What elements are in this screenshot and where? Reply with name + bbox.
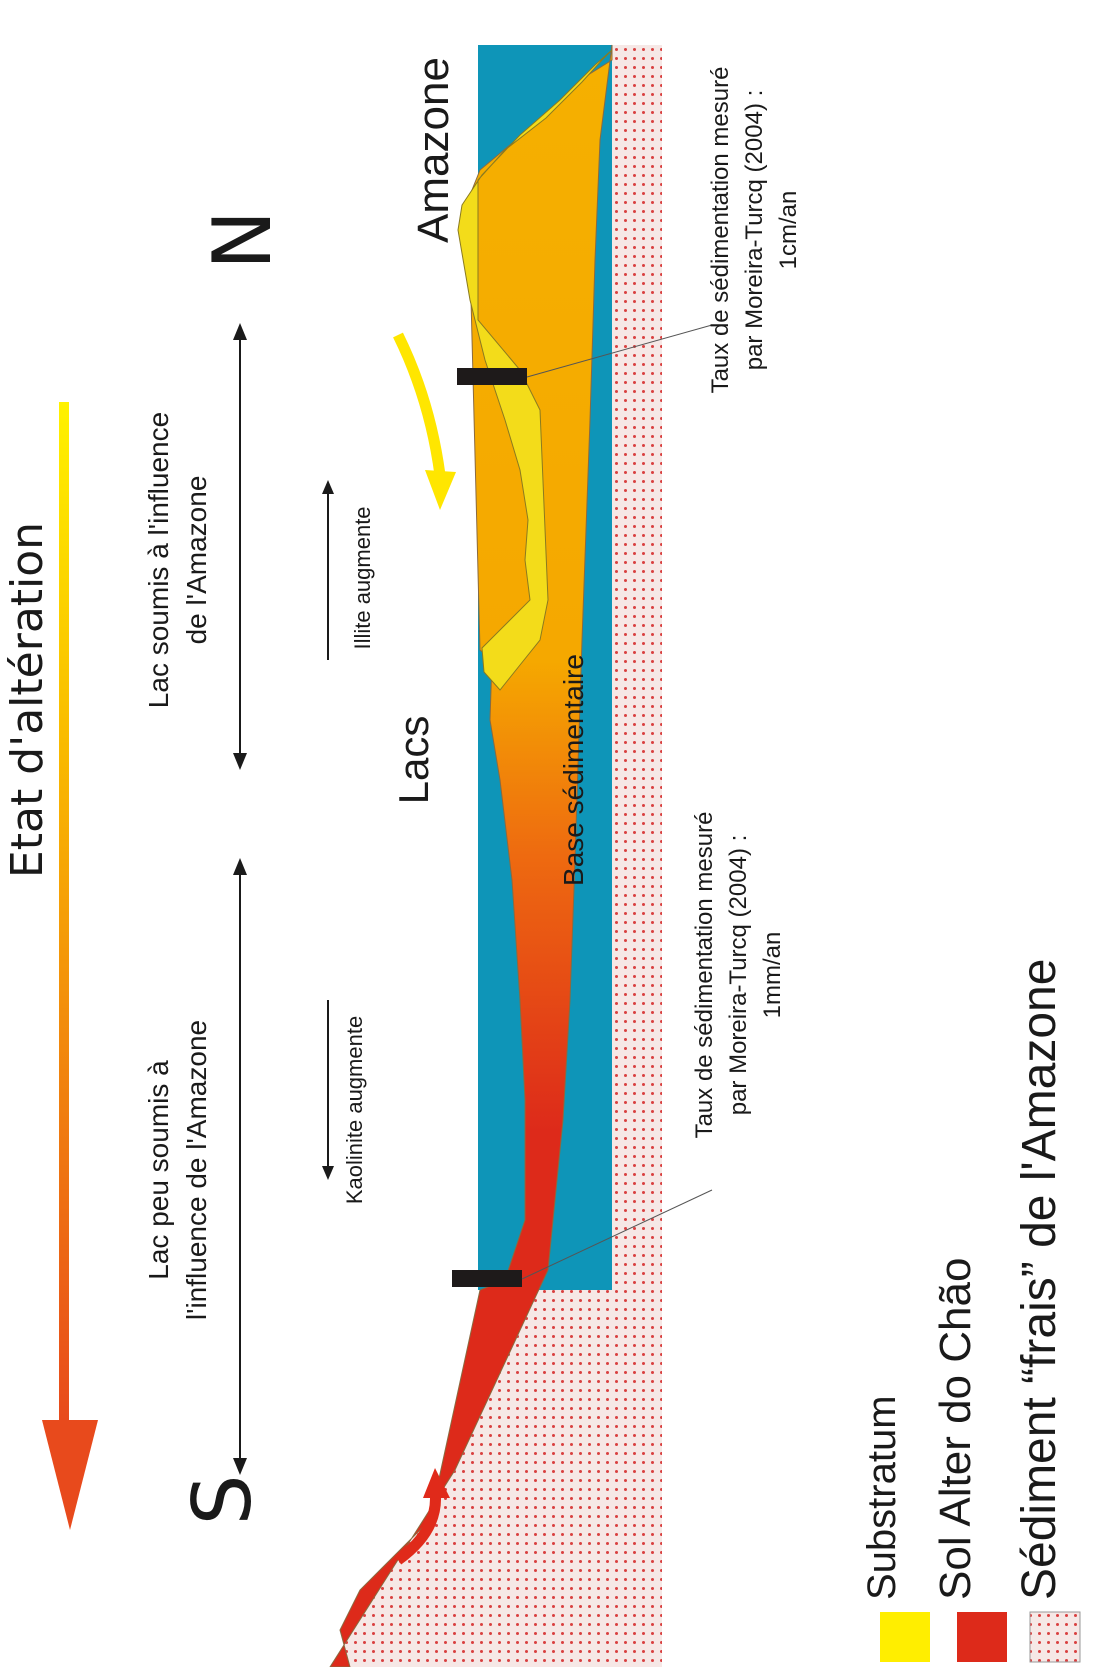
kaolinite-trend-arrow (322, 1000, 334, 1180)
south-measure-line3: 1mm/an (759, 932, 786, 1019)
legend-sediment: Sédiment “frais” de l'Amazone (1013, 959, 1066, 1600)
zone-high-line2: de l'Amazone (181, 476, 212, 645)
legend-swatch-substratum (1029, 1611, 1081, 1663)
illite-label: Illite augmente (350, 506, 375, 649)
soil-inflow-arrow (394, 1468, 450, 1565)
north-label: N (196, 210, 289, 270)
legend-substratum: Substratum (860, 1395, 904, 1600)
north-measure-line2: par Moreira-Turcq (2004) : (741, 90, 768, 371)
north-measure-line1: Taux de sédimentation mesuré (707, 67, 734, 394)
amazon-inflow-arrow (393, 332, 456, 510)
alteration-arrow (42, 402, 98, 1530)
lakes-label: Lacs (390, 716, 437, 805)
core-marker-south (452, 1270, 522, 1287)
illite-trend-arrow (322, 480, 334, 660)
legend: Substratum Sol Alter do Chão Sédiment “f… (860, 959, 1081, 1663)
leader-line-north (526, 324, 713, 378)
legend-sol: Sol Alter do Chão (931, 1258, 980, 1600)
south-measure-line2: par Moreira-Turcq (2004) : (725, 835, 752, 1116)
zone-arrow-north (233, 323, 247, 770)
zone-low-line2: l'influence de l'Amazone (181, 1020, 212, 1320)
south-label: S (176, 1475, 269, 1526)
core-marker-north (457, 368, 527, 385)
leader-line-south (521, 1189, 713, 1280)
base-label: Base sédimentaire (558, 654, 589, 886)
zone-high-line1: Lac soumis à l'influence (143, 412, 174, 708)
zone-low-line1: Lac peu soumis à (143, 1060, 174, 1280)
alteration-title: Etat d'altération (2, 522, 53, 878)
legend-swatch-sol (957, 1612, 1007, 1662)
cross-section: Base sédimentaire (329, 44, 713, 1667)
south-measure-line1: Taux de sédimentation mesuré (691, 812, 718, 1139)
legend-swatch-sediment (880, 1612, 930, 1662)
zone-arrow-south (233, 858, 247, 1475)
north-measure-line3: 1cm/an (775, 191, 802, 270)
kaolinite-label: Kaolinite augmente (342, 1016, 367, 1204)
amazon-label: Amazone (409, 57, 458, 243)
